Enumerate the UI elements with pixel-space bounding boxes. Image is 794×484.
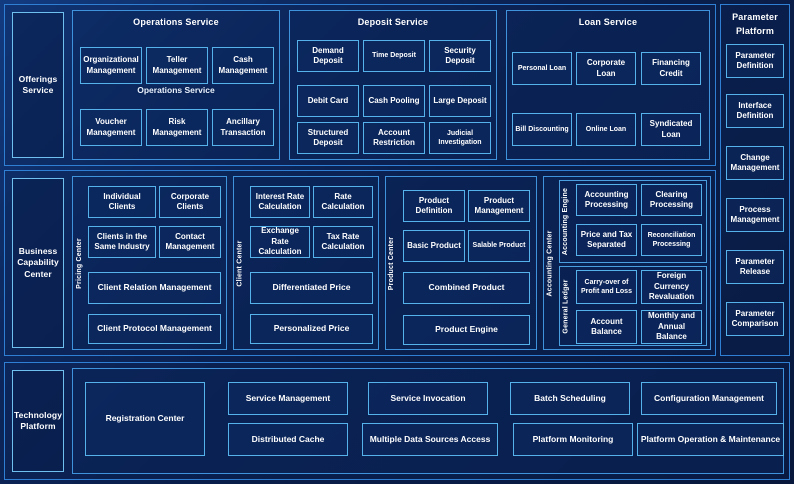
cell-batch-scheduling[interactable]: Batch Scheduling [510, 382, 630, 415]
vertical-label-general-ledger-text: General Ledger [562, 278, 570, 334]
cell-product-management[interactable]: Product Management [468, 190, 530, 222]
group-title-operations-service: Operations Service [133, 17, 219, 27]
cell-cash-pooling[interactable]: Cash Pooling [363, 85, 425, 117]
cell-client-relation-management[interactable]: Client Relation Management [88, 272, 221, 304]
cell-multiple-data-sources-access[interactable]: Multiple Data Sources Access [362, 423, 498, 456]
cell-price-and-tax-separated[interactable]: Price and Tax Separated [576, 224, 637, 256]
cell-service-management[interactable]: Service Management [228, 382, 348, 415]
cell-platform-operation-maintenance[interactable]: Platform Operation & Maintenance [637, 423, 784, 456]
cell-reconciliation-processing[interactable]: Reconciliation Processing [641, 224, 702, 256]
cell-security-deposit[interactable]: Security Deposit [429, 40, 491, 72]
cell-bill-discounting[interactable]: Bill Discounting [512, 113, 572, 146]
group-title-loan-service: Loan Service [578, 17, 638, 27]
cell-individual-clients[interactable]: Individual Clients [88, 186, 156, 218]
cell-product-engine[interactable]: Product Engine [403, 315, 530, 345]
cell-basic-product[interactable]: Basic Product [403, 230, 465, 262]
vertical-label-pricing-center-text: Pricing Center [75, 237, 83, 289]
cell-platform-monitoring[interactable]: Platform Monitoring [513, 423, 633, 456]
cell-process-management[interactable]: Process Management [726, 198, 784, 232]
cell-tax-rate-calculation[interactable]: Tax Rate Calculation [313, 226, 373, 258]
cell-voucher-management[interactable]: Voucher Management [80, 109, 142, 146]
cell-syndicated-loan[interactable]: Syndicated Loan [641, 113, 701, 146]
cell-interest-rate-calculation[interactable]: Interest Rate Calculation [250, 186, 310, 218]
cell-account-balance[interactable]: Account Balance [576, 310, 637, 344]
cell-accounting-processing[interactable]: Accounting Processing [576, 184, 637, 216]
cell-differentiated-price[interactable]: Differentiated Price [250, 272, 373, 304]
cell-exchange-rate-calculation[interactable]: Exchange Rate Calculation [250, 226, 310, 258]
cell-salable-product[interactable]: Salable Product [468, 230, 530, 262]
cell-time-deposit[interactable]: Time Deposit [363, 40, 425, 72]
cell-demand-deposit[interactable]: Demand Deposit [297, 40, 359, 72]
vertical-label-pricing-center: Pricing Center [72, 176, 86, 350]
group-title-deposit-service: Deposit Service [357, 17, 429, 27]
cell-contact-management[interactable]: Contact Management [159, 226, 221, 258]
cell-clients-same-industry[interactable]: Clients in the Same Industry [88, 226, 156, 258]
cell-clearing-processing[interactable]: Clearing Processing [641, 184, 702, 216]
cell-client-protocol-management[interactable]: Client Protocol Management [88, 314, 221, 344]
cell-large-deposit[interactable]: Large Deposit [429, 85, 491, 117]
group-title-operations-service-overlay: Operations Service [137, 85, 215, 95]
cell-parameter-release[interactable]: Parameter Release [726, 250, 784, 284]
cell-online-loan[interactable]: Online Loan [576, 113, 636, 146]
cell-personal-loan[interactable]: Personal Loan [512, 52, 572, 85]
cell-carry-over-of-profit-and-loss[interactable]: Carry-over of Profit and Loss [576, 270, 637, 304]
panel-title-parameter-line2: Platform [735, 26, 775, 36]
vertical-label-product-center-text: Product Center [388, 236, 396, 290]
cell-teller-management[interactable]: Teller Management [146, 47, 208, 84]
vertical-label-accounting-engine: Accounting Engine [559, 180, 573, 263]
cell-foreign-currency-revaluation[interactable]: Foreign Currency Revaluation [641, 270, 702, 304]
cell-interface-definition[interactable]: Interface Definition [726, 94, 784, 128]
cell-cash-management[interactable]: Cash Management [212, 47, 274, 84]
cell-product-definition[interactable]: Product Definition [403, 190, 465, 222]
panel-title-parameter-line1: Parameter [732, 12, 778, 22]
cell-change-management[interactable]: Change Management [726, 146, 784, 180]
vertical-label-accounting-center-text: Accounting Center [546, 229, 554, 297]
vertical-label-accounting-engine-text: Accounting Engine [562, 187, 570, 256]
cell-financing-credit[interactable]: Financing Credit [641, 52, 701, 85]
cell-configuration-management[interactable]: Configuration Management [641, 382, 777, 415]
cell-distributed-cache[interactable]: Distributed Cache [228, 423, 348, 456]
cell-account-restriction[interactable]: Account Restriction [363, 122, 425, 154]
cell-personalized-price[interactable]: Personalized Price [250, 314, 373, 344]
cell-combined-product[interactable]: Combined Product [403, 272, 530, 304]
cell-service-invocation[interactable]: Service Invocation [368, 382, 488, 415]
cell-parameter-definition[interactable]: Parameter Definition [726, 44, 784, 78]
cell-parameter-comparison[interactable]: Parameter Comparison [726, 302, 784, 336]
row-label-technology-platform: Technology Platform [12, 370, 64, 472]
row-label-business-capability-center: Business Capability Center [12, 178, 64, 348]
cell-judicial-investigation[interactable]: Judicial Investigation [429, 122, 491, 154]
vertical-label-client-center-text: Client Center [236, 239, 244, 287]
row-label-offerings-service: Offerings Service [12, 12, 64, 158]
vertical-label-client-center: Client Center [233, 176, 247, 350]
cell-rate-calculation[interactable]: Rate Calculation [313, 186, 373, 218]
cell-corporate-clients[interactable]: Corporate Clients [159, 186, 221, 218]
cell-debit-card[interactable]: Debit Card [297, 85, 359, 117]
cell-registration-center[interactable]: Registration Center [85, 382, 205, 456]
cell-ancillary-transaction[interactable]: Ancillary Transaction [212, 109, 274, 146]
cell-monthly-and-annual-balance[interactable]: Monthly and Annual Balance [641, 310, 702, 344]
cell-organizational-management[interactable]: Organizational Management [80, 47, 142, 84]
cell-corporate-loan[interactable]: Corporate Loan [576, 52, 636, 85]
vertical-label-general-ledger: General Ledger [559, 266, 573, 346]
cell-structured-deposit[interactable]: Structured Deposit [297, 122, 359, 154]
cell-risk-management[interactable]: Risk Management [146, 109, 208, 146]
vertical-label-accounting-center: Accounting Center [543, 176, 557, 350]
vertical-label-product-center: Product Center [385, 176, 399, 350]
